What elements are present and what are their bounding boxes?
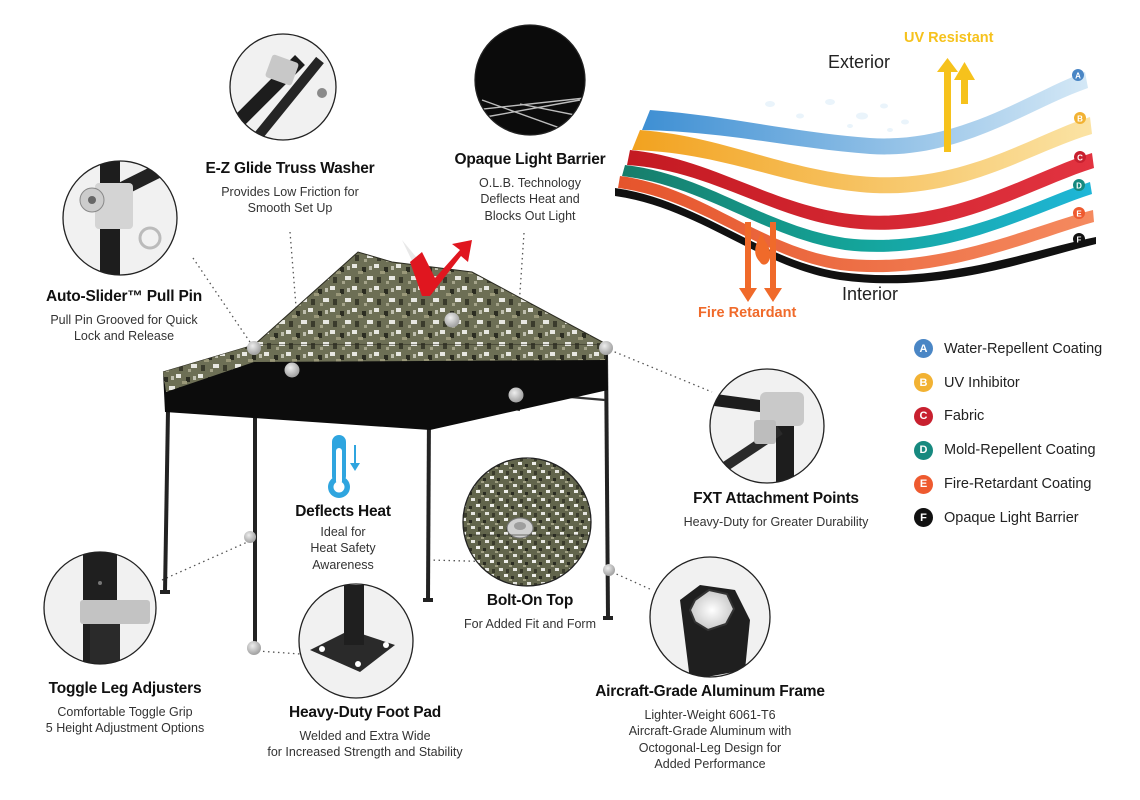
feature-fxt: FXT Attachment Points Heavy-Duty for Gre… [656,490,896,530]
layer-marker-c: C [1077,154,1083,163]
feature-title: E-Z Glide Truss Washer [205,160,375,177]
legend-item-fire-retardant: E Fire-Retardant Coating [914,467,1102,501]
canopy-front [254,345,606,362]
attach-dot [444,312,460,328]
feature-title: Toggle Leg Adjusters [48,680,202,697]
legend-badge: D [914,440,933,460]
layer-marker-a: A [1075,72,1081,81]
detail-toggle-leg [43,551,157,665]
interior-label: Interior [842,284,899,304]
legend-label: UV Inhibitor [944,374,1020,391]
legend-badge: F [914,508,933,528]
thermometer-icon [328,435,360,498]
detail-foot-pad [298,583,414,699]
legend-item-fabric: C Fabric [914,400,1102,434]
legend-label: Water-Repellent Coating [944,340,1103,357]
feature-desc: Ideal for Heat Safety Awareness [310,524,376,572]
layer-c [627,150,1094,230]
legend-badge: A [914,339,933,359]
feature-desc: Heavy-Duty for Greater Durability [683,514,869,529]
layer-a [642,72,1088,155]
feature-ez-glide: E-Z Glide Truss Washer Provides Low Fric… [180,160,400,217]
detail-opaque-barrier [474,24,586,136]
feature-title: Auto-Slider™ Pull Pin [46,288,202,305]
feature-title: Bolt-On Top [486,592,574,609]
attach-dot [284,362,300,378]
layer-e [618,176,1094,273]
attach-dot [599,341,613,355]
feature-title: Aircraft-Grade Aluminum Frame [595,683,825,700]
legend-badge: B [914,373,933,393]
legend-item-mold-repellent: D Mold-Repellent Coating [914,433,1102,467]
layer-b [632,117,1092,194]
feature-desc: For Added Fit and Form [463,616,596,631]
exterior-label: Exterior [828,52,891,72]
fabric-layers-diagram [615,58,1096,302]
feature-desc: Lighter-Weight 6061-T6 Aircraft-Grade Al… [628,707,792,772]
legend-label: Fabric [944,408,985,425]
legend-label: Fire-Retardant Coating [944,476,1092,493]
legend-item-uv-inhibitor: B UV Inhibitor [914,366,1102,400]
foot-plates [160,590,613,620]
legend-item-opaque-light-barrier: F Opaque Light Barrier [914,501,1102,535]
detail-bolt-on-top [462,457,592,587]
feature-desc: Provides Low Friction for Smooth Set Up [221,184,359,216]
feature-title: Opaque Light Barrier [454,151,606,168]
feature-toggle-leg: Toggle Leg Adjusters Comfortable Toggle … [10,680,240,737]
feature-opaque-light-barrier: Opaque Light Barrier O.L.B. Technology D… [430,151,630,224]
feature-aluminum-frame: Aircraft-Grade Aluminum Frame Lighter-We… [575,683,845,773]
feature-title: FXT Attachment Points [693,490,859,507]
detail-fxt-attachment [709,368,825,484]
legend-badge: E [914,474,933,494]
canopy-side [163,345,254,392]
detail-aluminum-frame [649,556,771,678]
feature-desc: Welded and Extra Wide for Increased Stre… [267,728,463,760]
feature-desc: O.L.B. Technology Deflects Heat and Bloc… [479,175,581,223]
feature-title: Deflects Heat [295,503,391,520]
layer-marker-b: B [1077,115,1083,124]
feature-title: Heavy-Duty Foot Pad [288,704,442,721]
layer-marker-d: D [1076,182,1082,191]
detail-ez-glide-washer [229,33,337,141]
feature-bolt-on-top: Bolt-On Top For Added Fit and Form [430,592,630,632]
legend-item-water-repellent: A Water-Repellent Coating [914,332,1102,366]
layer-markers: A B C D E F [1072,69,1086,245]
water-droplets [765,99,909,132]
legend-label: Opaque Light Barrier [944,509,1079,526]
fire-retardant-label: Fire Retardant [698,305,797,321]
layer-marker-e: E [1076,210,1082,219]
heat-reflect-arrow-icon [402,240,472,296]
feature-deflects-heat: Deflects Heat Ideal for Heat Safety Awar… [273,503,413,573]
layer-legend: A Water-Repellent Coating B UV Inhibitor… [914,332,1102,535]
feature-desc: Pull Pin Grooved for Quick Lock and Rele… [50,312,198,344]
uv-resistant-label: UV Resistant [904,30,994,46]
fire-arrows-icon [739,222,782,302]
attach-dot [247,341,261,355]
detail-auto-slider [62,160,178,276]
attach-dot [247,641,261,655]
attach-dot [244,531,256,543]
canopy-tent [160,240,615,655]
legend-badge: C [914,406,933,426]
feature-auto-slider: Auto-Slider™ Pull Pin Pull Pin Grooved f… [14,288,234,345]
attach-dot [603,564,615,576]
canopy-valance [163,345,608,430]
feature-foot-pad: Heavy-Duty Foot Pad Welded and Extra Wid… [235,704,495,761]
uv-arrows-icon [937,58,975,152]
feature-desc: Comfortable Toggle Grip 5 Height Adjustm… [45,704,205,736]
layer-d [622,165,1092,252]
layer-marker-f: F [1077,236,1082,245]
legend-label: Mold-Repellent Coating [944,442,1096,459]
attach-dot [508,387,524,403]
